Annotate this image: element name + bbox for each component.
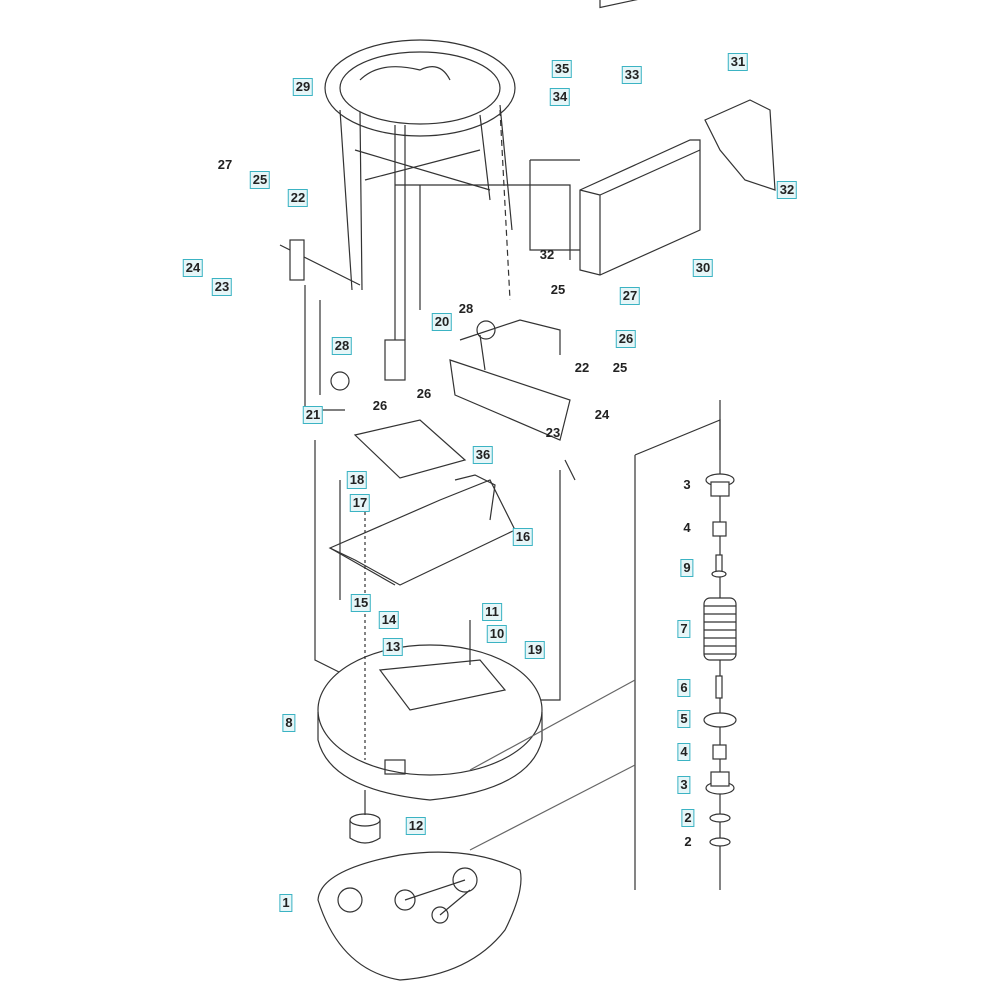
callout: 28	[458, 301, 474, 316]
callout: 22	[574, 360, 590, 375]
callout: 11	[482, 603, 502, 621]
callout: 12	[405, 817, 427, 835]
callout: 29	[292, 78, 314, 96]
callout: 10	[486, 625, 508, 643]
callout: 35	[551, 60, 573, 78]
bottom-disk-part	[317, 851, 522, 981]
callout: 30	[692, 259, 714, 277]
callout: 5	[677, 710, 691, 728]
callout: 6	[677, 679, 691, 697]
callout: 16	[512, 528, 534, 546]
callout: 23	[211, 278, 233, 296]
callout: 26	[416, 386, 432, 401]
callout: 25	[612, 360, 628, 375]
callout: 18	[346, 471, 368, 489]
callout: 26	[372, 398, 388, 413]
callout: 34	[549, 88, 571, 106]
callout: 4	[683, 520, 691, 535]
callout: 19	[524, 641, 546, 659]
callout: 14	[378, 611, 400, 629]
callout: 3	[677, 776, 691, 794]
callout: 25	[249, 171, 271, 189]
callout: 27	[619, 287, 641, 305]
callout: 2	[681, 809, 695, 827]
callout: 26	[615, 330, 637, 348]
callout: 27	[217, 157, 233, 172]
cover-part	[395, 0, 776, 310]
callout: 3	[683, 477, 691, 492]
callout: 33	[621, 66, 643, 84]
callout: 9	[680, 559, 694, 577]
base-ring-part	[317, 644, 543, 801]
callout: 22	[287, 189, 309, 207]
callout: 36	[472, 446, 494, 464]
callout: 24	[594, 407, 610, 422]
callout: 20	[431, 313, 453, 331]
callout: 23	[545, 425, 561, 440]
callout: 2	[684, 834, 692, 849]
callout: 8	[282, 714, 296, 732]
callout: 1	[279, 894, 293, 912]
callout: 24	[182, 259, 204, 277]
callout: 31	[727, 53, 749, 71]
callout: 4	[677, 743, 691, 761]
callout: 7	[677, 620, 691, 638]
callout: 28	[331, 337, 353, 355]
callout: 15	[350, 594, 372, 612]
spring-stack-part	[703, 400, 737, 890]
callout: 25	[550, 282, 566, 297]
callout: 13	[382, 638, 404, 656]
handle-ring-part	[324, 39, 516, 340]
callout: 32	[776, 181, 798, 199]
callout: 32	[539, 247, 555, 262]
callout: 21	[302, 406, 324, 424]
callout: 17	[349, 494, 371, 512]
